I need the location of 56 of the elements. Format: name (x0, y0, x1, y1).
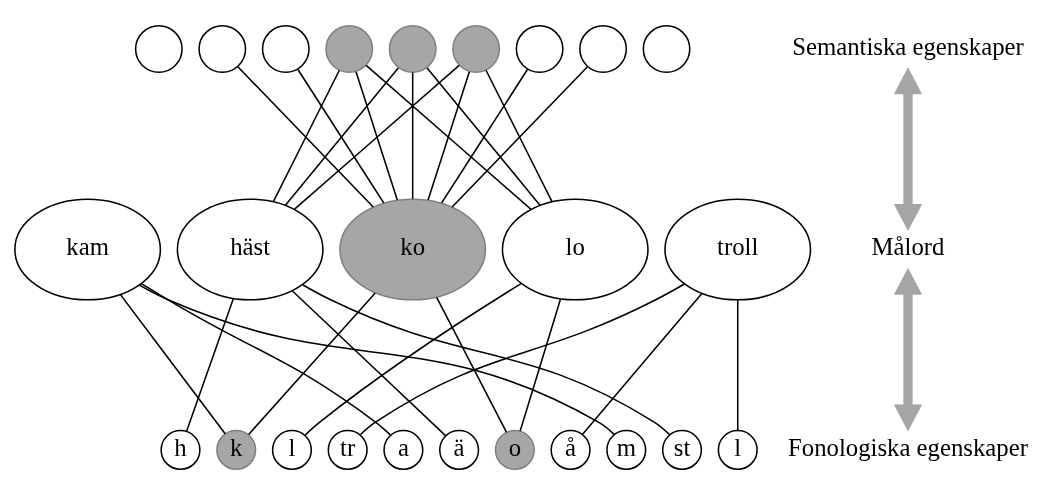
node-circle: a (383, 429, 424, 471)
node-circle: tr (327, 429, 368, 471)
node-circle (261, 25, 310, 74)
node-circle: m (606, 429, 647, 471)
node-text: Semantiska egenskaper (792, 32, 1024, 60)
connector (435, 296, 508, 433)
node-text: Målord (871, 233, 945, 261)
connector (426, 67, 541, 207)
connector (138, 284, 616, 436)
connector (247, 292, 377, 436)
connector (427, 70, 471, 201)
node-circle (515, 25, 564, 74)
node-circle: o (494, 429, 535, 471)
node-ellipse: ko (339, 198, 487, 301)
node-circle (388, 25, 437, 74)
arrow (893, 267, 923, 432)
connector (485, 69, 553, 203)
node-ellipse: kam (14, 198, 162, 301)
node-circle: k (216, 429, 257, 471)
node-circle (452, 25, 501, 74)
node-ellipse: lo (501, 198, 649, 301)
connector (119, 294, 227, 435)
connector (581, 292, 703, 435)
connector (736, 299, 739, 431)
node-circle: h (160, 429, 201, 471)
node-circle: å (550, 429, 591, 471)
connector (291, 290, 447, 437)
node-circle: ä (439, 429, 480, 471)
connector (140, 282, 392, 436)
node-circle (325, 25, 374, 74)
node-circle (579, 25, 628, 74)
node-circle (642, 25, 691, 74)
connector (272, 69, 341, 203)
connector (304, 282, 522, 436)
connector (451, 65, 589, 208)
connector (359, 283, 686, 436)
node-text: Fonologiska egenskaper (788, 433, 1028, 461)
connector (237, 65, 374, 208)
node-circle: l (271, 429, 313, 471)
connector (284, 67, 400, 207)
connector (365, 64, 532, 210)
connector (411, 71, 414, 200)
node-circle: st (661, 429, 703, 471)
node-ellipse: häst (176, 198, 324, 301)
node-circle (134, 25, 183, 74)
connector (355, 70, 399, 201)
node-ellipse: troll (664, 198, 812, 301)
node-circle: l (717, 429, 758, 471)
connector (185, 298, 235, 433)
connector (293, 64, 460, 210)
connector (519, 298, 562, 432)
connector (440, 68, 529, 204)
arrow (893, 67, 923, 232)
connector (297, 68, 385, 204)
node-circle (198, 25, 247, 74)
connector (301, 283, 671, 436)
